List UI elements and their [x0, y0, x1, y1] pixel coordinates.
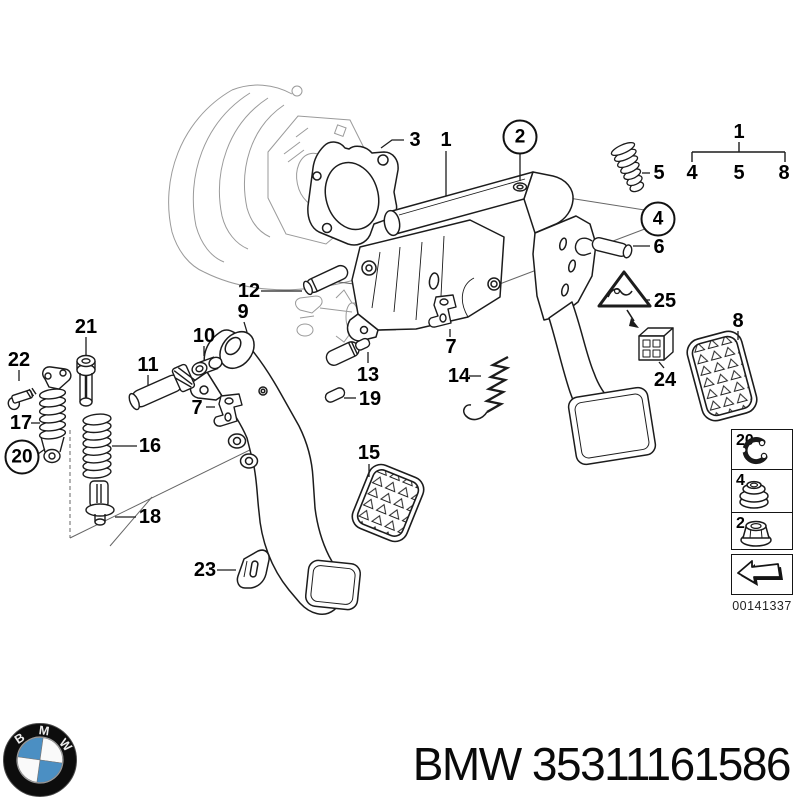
- logo-letter-m: M: [38, 723, 50, 738]
- legend-label: 4: [736, 472, 745, 490]
- bolt-part-22: [7, 387, 37, 411]
- brake-booster-outline: [168, 84, 391, 291]
- clip-part-7-left: [213, 393, 243, 427]
- legend-label: 2: [736, 514, 745, 532]
- leader-lines: [18, 139, 739, 571]
- legend-item-grommet: 4: [731, 469, 793, 514]
- flange-nut-icon: [740, 520, 772, 547]
- hardware-legend: 20 4 2: [731, 429, 793, 595]
- snap-ring-icon: [740, 437, 768, 465]
- return-spring-part-14: [463, 355, 511, 421]
- switch-part-24: [638, 327, 674, 361]
- pin-part-12: [302, 264, 349, 296]
- pedal-bracket-part-1: [346, 171, 597, 342]
- brake-pedal: [487, 277, 657, 466]
- drawing-code: 00141337: [732, 599, 792, 613]
- direction-arrow-box: [731, 553, 793, 595]
- pedal-pad-part-15: [351, 463, 425, 543]
- bmw-roundel-logo: B M W: [2, 722, 78, 798]
- gasket-part-3: [307, 141, 399, 246]
- damper-part-17: [38, 366, 72, 464]
- bushing-part-10: [191, 356, 223, 376]
- pivot-pin-part-11: [128, 363, 196, 411]
- boot-part-5: [610, 141, 645, 193]
- clip-part-7-center: [428, 294, 457, 328]
- pin-part-13: [325, 337, 371, 366]
- pin-part-19: [324, 387, 346, 403]
- group-bracket-lines: [691, 142, 786, 162]
- legend-item-flange-nut: 2: [731, 511, 793, 550]
- pushrod-nut-part-2: [512, 182, 528, 192]
- clevis-pin-part-6: [574, 237, 633, 259]
- buffer-part-23: [236, 549, 270, 589]
- direction-arrow-icon: [737, 559, 783, 586]
- pedal-pad-part-8: [686, 330, 758, 422]
- stop-plug-part-18: [85, 480, 115, 526]
- pivot-part-21: [76, 354, 96, 407]
- spring-part-16: [82, 413, 112, 479]
- part-number-caption: BMW 35311161586: [412, 738, 792, 790]
- rubber-grommet-icon: [739, 481, 769, 510]
- legend-item-snap-ring: 20: [731, 429, 793, 471]
- warning-triangle-part-25: [597, 270, 652, 328]
